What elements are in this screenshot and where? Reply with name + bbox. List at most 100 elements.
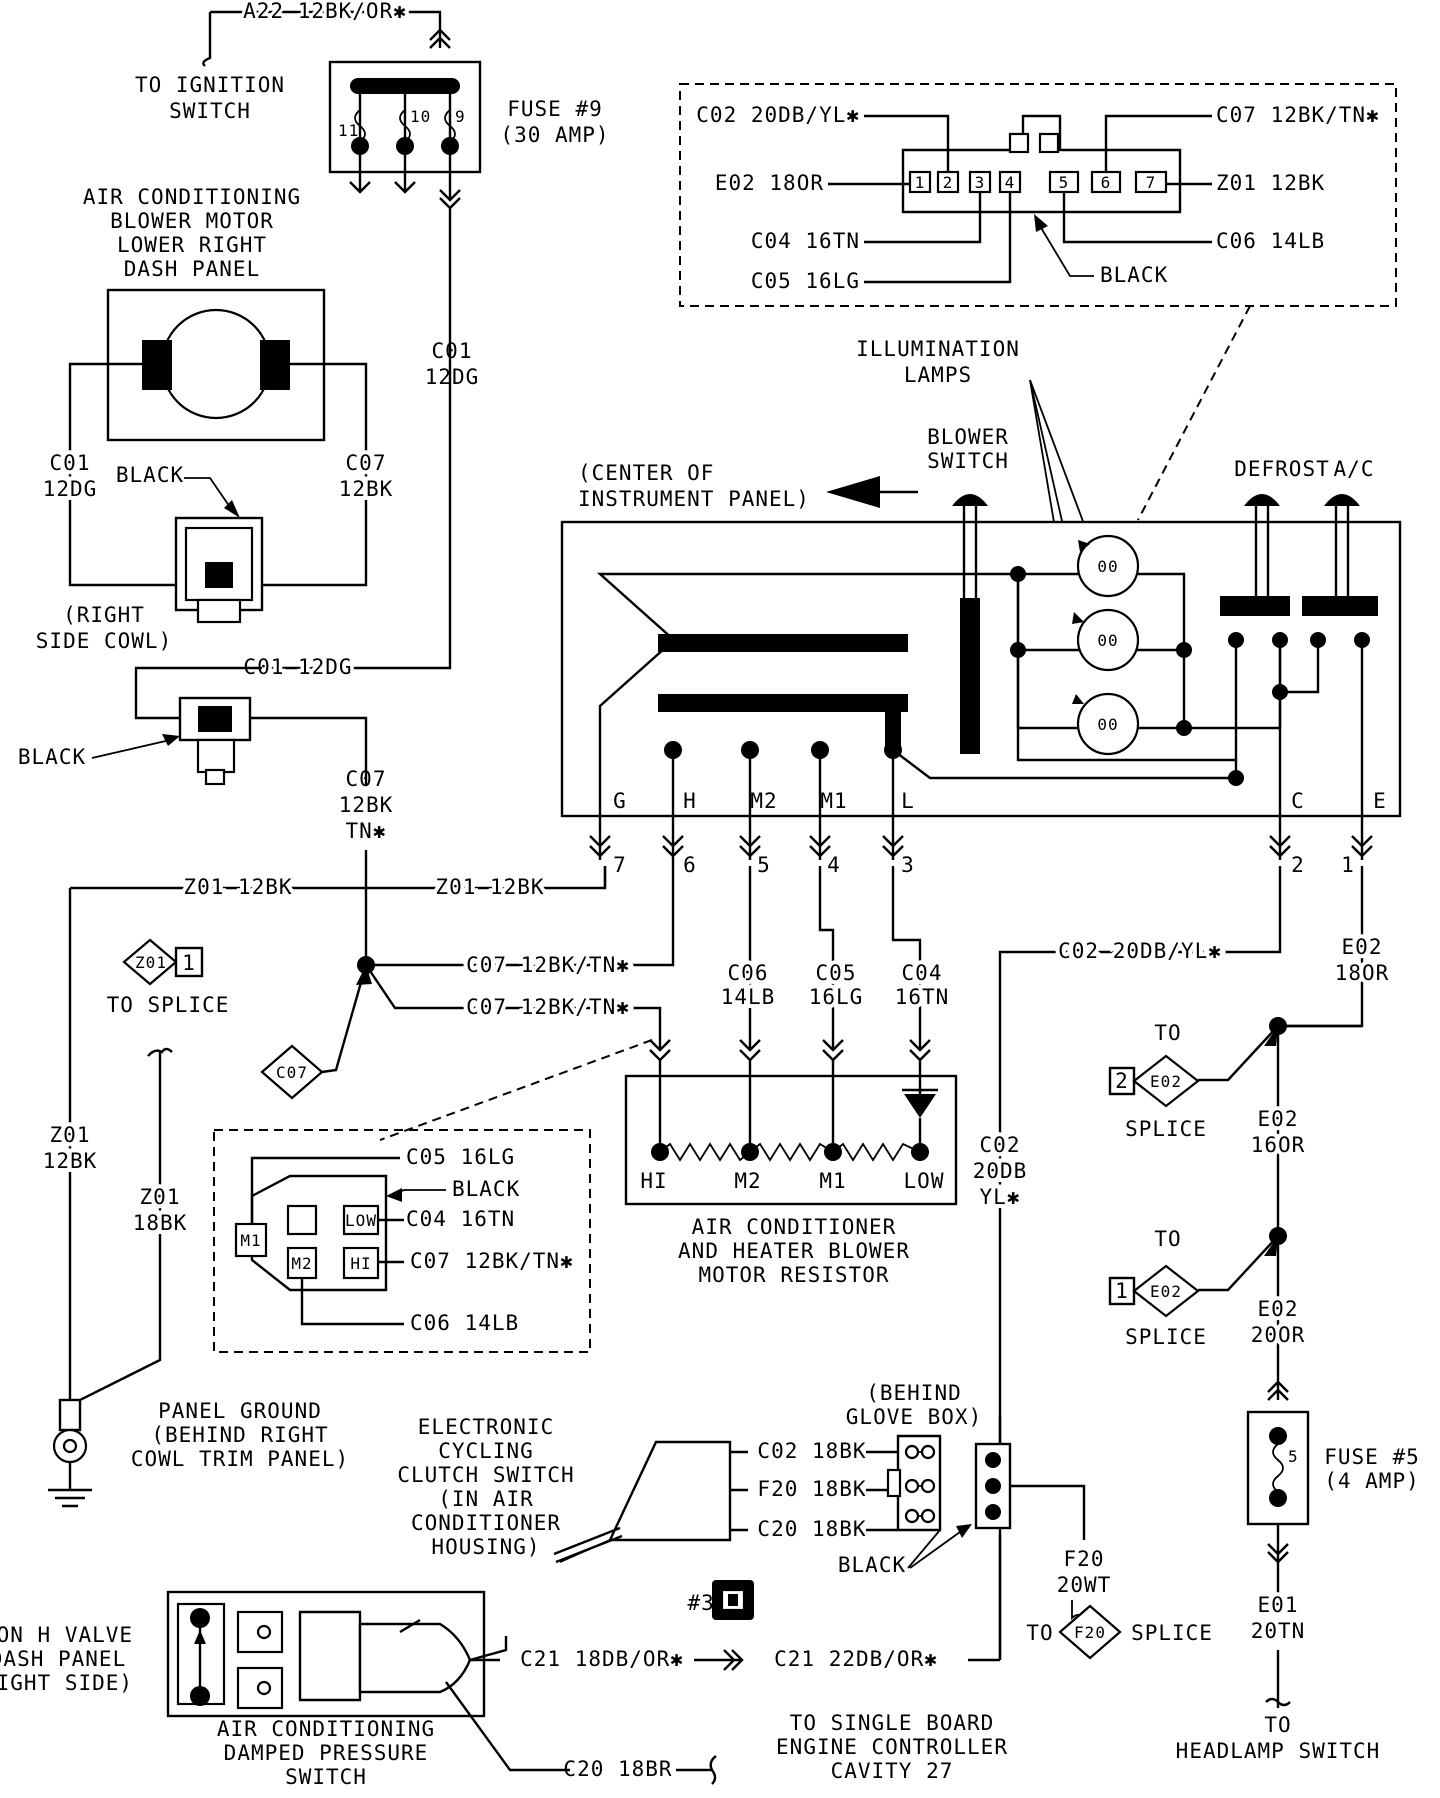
resistor-title-3: MOTOR RESISTOR [698,1263,889,1287]
rc-c05: C05 16LG [406,1145,515,1169]
right-side-cowl-2: SIDE COWL) [36,629,172,653]
clutch-c20: C20 18BK [757,1517,866,1541]
e02-18or-gauge: 18OR [1335,961,1390,985]
motor-c07-label: C07 [346,451,387,475]
right-side-cowl-connector: BLACK (RIGHT SIDE COWL) [36,463,264,653]
e02-20or-label: E02 [1258,1297,1299,1321]
clutch-3: CLUTCH SWITCH [397,1463,574,1487]
rc-m2: M2 [291,1254,312,1273]
clutch-4: (IN AIR [438,1487,534,1511]
pin-1: 1 [915,173,926,192]
motor-c07-gauge: 12BK [339,477,394,501]
headlamp-switch: HEADLAMP SWITCH [1176,1739,1381,1763]
z01-18bk-label: Z01 [140,1185,181,1209]
defrost-label: DEFROST [1234,457,1330,481]
cav-1: 1 [1341,853,1355,877]
pin-7: 7 [1146,173,1157,192]
f20-label: F20 [1064,1547,1105,1571]
cav-2: 2 [1291,853,1305,877]
dps-loc-3: RIGHT SIDE) [0,1671,133,1695]
pin-5: 5 [1059,173,1070,192]
term-m1: M1 [820,789,847,813]
c07-vertical-1: C07 [346,767,387,791]
switch-connector-detail: 1 2 3 4 5 6 7 C02 20DB/YL✱ E02 18OR C04 … [679,83,1397,307]
ac-heater-control-switch: ILLUMINATION LAMPS BLOWER SWITCH (CENTER… [560,337,1402,860]
ctop-c04: C04 16TN [751,229,860,253]
resistor-connector-detail: M1 LOW M2 HI C05 16LG BLACK C04 16TN C07… [213,1129,591,1353]
rc-c06: C06 14LB [410,1311,519,1335]
bulb-1: 00 [1097,557,1118,576]
res-low: LOW [904,1169,945,1193]
cav-4: 4 [827,853,841,877]
blower-switch-2: SWITCH [927,449,1009,473]
fuse9-pin10: 10 [410,107,431,126]
bulb-3: 00 [1097,715,1118,734]
splice-e02-2-to: TO [1154,1021,1181,1045]
res-hi: HI [640,1169,667,1193]
clutch-5: CONDITIONER [411,1511,561,1535]
ctop-c06: C06 14LB [1216,229,1325,253]
ctop-c02: C02 20DB/YL✱ [696,103,860,127]
black-inline-connector: BLACK [18,666,368,786]
sbec-1: TO SINGLE BOARD [790,1711,995,1735]
glovebox-2: GLOVE BOX) [846,1405,982,1429]
c01-label: C01 [432,339,473,363]
splice-e02-1-to: TO [1154,1227,1181,1251]
f20-gauge: 20WT [1057,1573,1112,1597]
term-c: C [1291,789,1305,813]
clutch-f20: F20 18BK [757,1477,866,1501]
dps-title-3: SWITCH [285,1765,367,1789]
pin-2: 2 [943,173,954,192]
c02-vert-1: C02 [980,1133,1021,1157]
damped-pressure-switch: (ON H VALVE DASH PANEL RIGHT SIDE) AIR C… [0,1590,570,1789]
switch-cavities: 7 6 5 4 3 2 1 [589,835,1373,877]
term-g: G [613,789,627,813]
rc-hi: HI [350,1254,371,1273]
term-l: L [901,789,915,813]
c07-vertical-2: 12BK [339,793,394,817]
e01-label: E01 [1258,1593,1299,1617]
res-m2: M2 [734,1169,761,1193]
blower-motor: AIR CONDITIONING BLOWER MOTOR LOWER RIGH… [39,185,396,587]
connector-pins: 1 2 3 4 5 6 7 [908,170,1168,194]
c01-gauge: 12DG [425,365,480,389]
fuse5-rating: (4 AMP) [1324,1469,1420,1493]
splice-e02-1: TO 1 E02 SPLICE [1108,1227,1207,1349]
ignition-feed: A22 12BK/OR✱ TO IGNITION SWITCH [135,0,451,123]
rc-c04: C04 16TN [406,1207,515,1231]
splice-c07-id: C07 [276,1063,308,1082]
fuse9-title: FUSE #9 [507,97,603,121]
to-ignition-switch: TO IGNITION [135,73,285,97]
c07-tn-lower: C07 12BK/TN✱ [466,995,630,1019]
splice-z01: Z01 1 TO SPLICE [107,938,228,1017]
sbec-3: CAVITY 27 [831,1759,954,1783]
term-h: H [683,789,697,813]
rc-low: LOW [345,1211,377,1230]
c04-label: C04 [902,961,943,985]
dps-loc-1: (ON H VALVE [0,1623,133,1647]
z01-vert-label: Z01 [50,1123,91,1147]
splice-e02-1-label: SPLICE [1125,1325,1207,1349]
fuse5-title: FUSE #5 [1324,1445,1420,1469]
resistor-title-1: AIR CONDITIONER [692,1215,897,1239]
illum-lamps-2: LAMPS [904,363,972,387]
cav-6: 6 [683,853,697,877]
pin-6: 6 [1101,173,1112,192]
rc-m1: M1 [240,1231,261,1250]
right-side-cowl-1: (RIGHT [63,603,145,627]
blower-motor-title-3: LOWER RIGHT [117,233,267,257]
c20-18br: C20 18BR [563,1757,672,1781]
c21-left: C21 18DB/OR✱ [520,1647,684,1671]
term-e: E [1373,789,1387,813]
c02-vert-2: 20DB [973,1159,1028,1183]
splice-e02-2-num: 2 [1115,1069,1129,1093]
e02-20or-gauge: 20OR [1251,1323,1306,1347]
c02-top-label: C02 20DB/YL✱ [1058,939,1222,963]
c07-tn-upper: C07 12BK/TN✱ [466,953,630,977]
motor-c01-label: C01 [50,451,91,475]
glove-box-connector: (BEHIND GLOVE BOX) BLACK [838,1381,1040,1577]
splice-e02-1-id: E02 [1150,1282,1182,1301]
cav-7: 7 [613,853,627,877]
rc-c07: C07 12BK/TN✱ [410,1249,574,1273]
